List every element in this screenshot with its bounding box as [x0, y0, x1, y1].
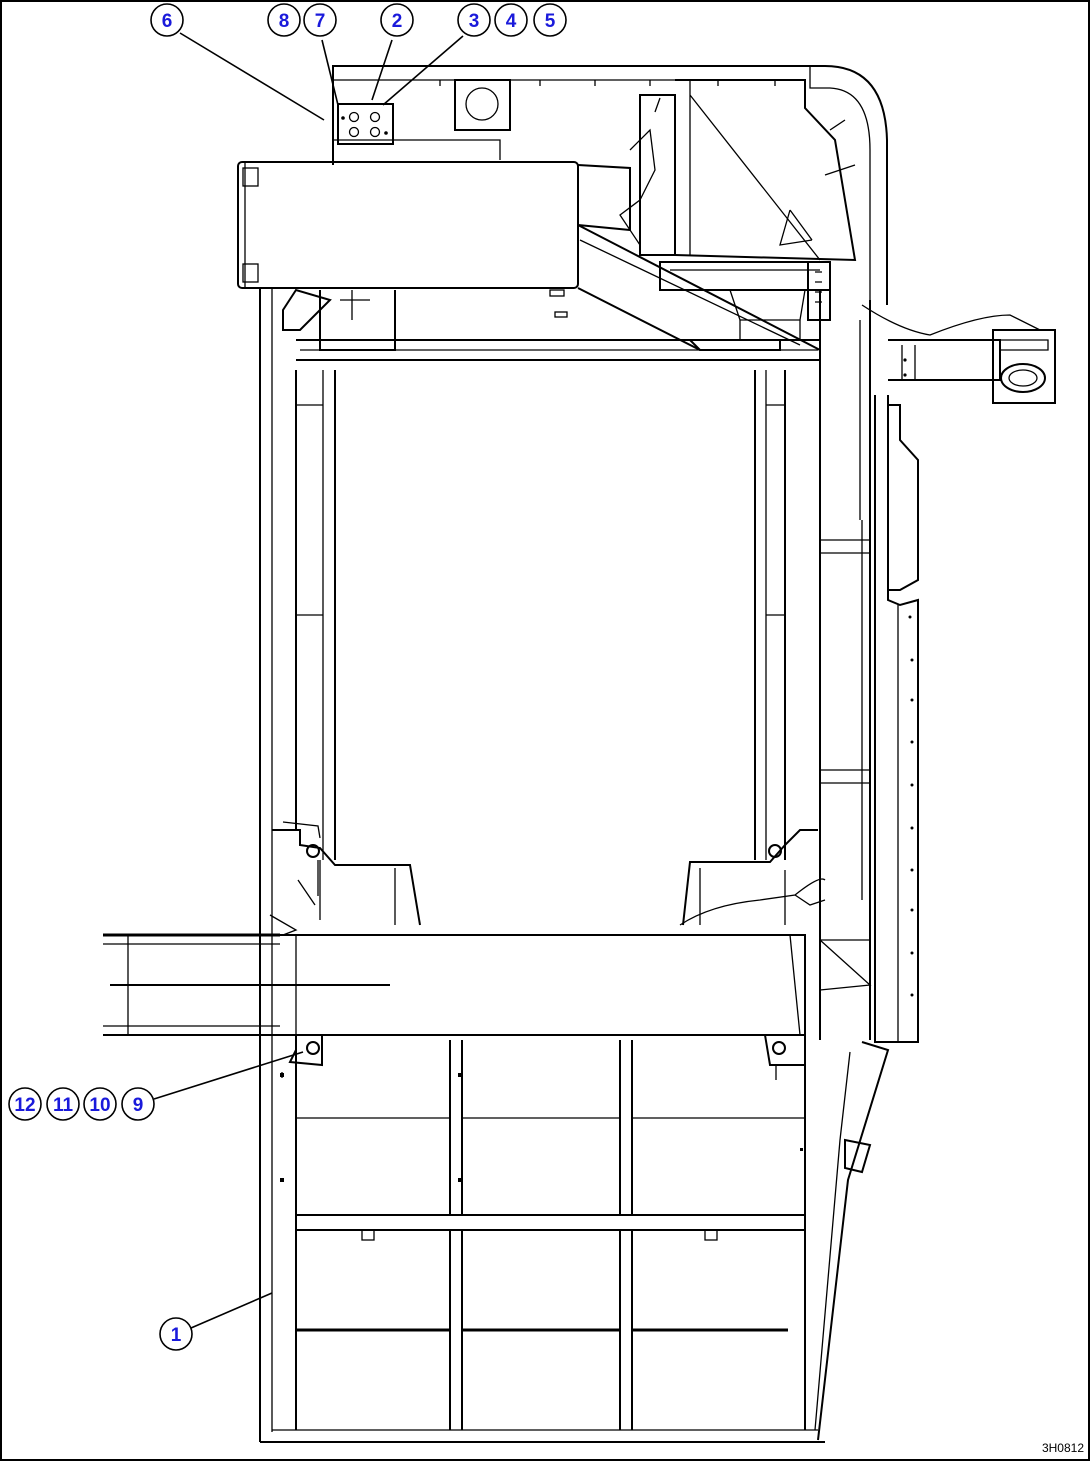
side-lamp — [861, 304, 1056, 404]
svg-text:7: 7 — [315, 11, 326, 32]
svg-text:2: 2 — [392, 11, 403, 32]
callout-5[interactable]: 5 — [533, 3, 567, 37]
svg-text:6: 6 — [162, 11, 173, 32]
callout-11[interactable]: 11 — [46, 1087, 80, 1121]
callout-4[interactable]: 4 — [494, 3, 528, 37]
callout-1[interactable]: 1 — [159, 1317, 193, 1351]
terminal-box — [337, 103, 394, 145]
callout-6[interactable]: 6 — [150, 3, 184, 37]
callout-9[interactable]: 9 — [121, 1087, 155, 1121]
callout-10[interactable]: 10 — [83, 1087, 117, 1121]
seat-mounts — [103, 821, 872, 1080]
floor-panels — [280, 1040, 806, 1430]
svg-text:11: 11 — [53, 1095, 74, 1116]
callout-2[interactable]: 2 — [380, 3, 414, 37]
door-strip-dots — [908, 615, 914, 997]
svg-text:12: 12 — [14, 1095, 35, 1116]
cab-frame — [259, 65, 919, 1443]
svg-text:3: 3 — [469, 11, 480, 32]
svg-text:4: 4 — [506, 11, 517, 32]
svg-text:9: 9 — [133, 1095, 144, 1116]
svg-text:5: 5 — [545, 11, 556, 32]
callout-3[interactable]: 3 — [457, 3, 491, 37]
svg-text:1: 1 — [171, 1325, 182, 1346]
leader-lines — [153, 32, 464, 1329]
callout-12[interactable]: 12 — [8, 1087, 42, 1121]
callout-7[interactable]: 7 — [303, 3, 337, 37]
drawing-id: 3H0812 — [1042, 1441, 1084, 1455]
air-conditioner-unit — [237, 79, 857, 361]
svg-text:10: 10 — [89, 1095, 110, 1116]
svg-text:8: 8 — [279, 11, 290, 32]
callout-8[interactable]: 8 — [267, 3, 301, 37]
